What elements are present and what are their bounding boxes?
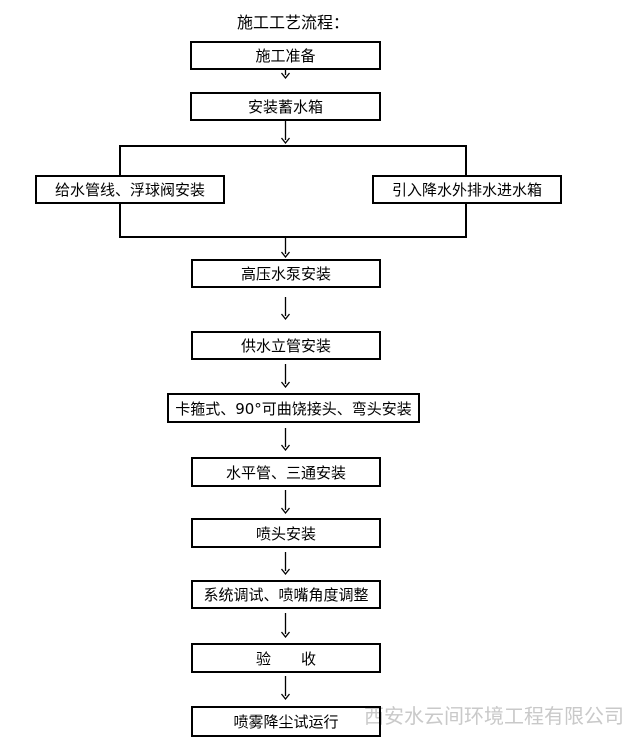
flow-step-system-debug-nozzle-angle-adjust: 系统调试、喷嘴角度调整 [191,580,381,609]
flow-branch-water-pipeline-float-valve: 给水管线、浮球阀安装 [35,175,225,204]
arrow-down-icon-3 [280,238,291,258]
arrow-down-icon-1 [280,69,291,79]
flow-step-spray-dust-trial-run: 喷雾降尘试运行 [191,706,381,737]
arrow-down-icon-7 [280,490,291,514]
arrow-down-icon-5 [280,364,291,388]
flow-step-high-pressure-pump-install: 高压水泵安装 [191,259,381,288]
arrow-down-icon-2 [280,121,291,144]
flow-step-nozzle-head-install: 喷头安装 [191,518,381,548]
flow-step-supply-riser-install: 供水立管安装 [191,331,381,360]
flow-step-horizontal-pipe-tee-install: 水平管、三通安装 [191,457,381,487]
arrow-down-icon-10 [280,676,291,700]
arrow-down-icon-8 [280,552,291,575]
page-title: 施工工艺流程： [237,13,350,32]
arrow-down-icon-6 [280,428,291,451]
arrow-down-icon-4 [280,297,291,320]
company-watermark: 西安水云间环境工程有限公司 [364,704,624,728]
flow-step-acceptance: 验 收 [191,643,381,673]
flow-branch-intake-drainage-to-tank: 引入降水外排水进水箱 [372,175,562,204]
arrow-down-icon-9 [280,613,291,638]
flow-step-construction-preparation: 施工准备 [190,41,381,70]
flow-step-install-storage-tank: 安装蓄水箱 [190,92,381,121]
flow-step-clamp-flexible-joint-elbow-install: 卡箍式、90°可曲饶接头、弯头安装 [167,393,420,423]
